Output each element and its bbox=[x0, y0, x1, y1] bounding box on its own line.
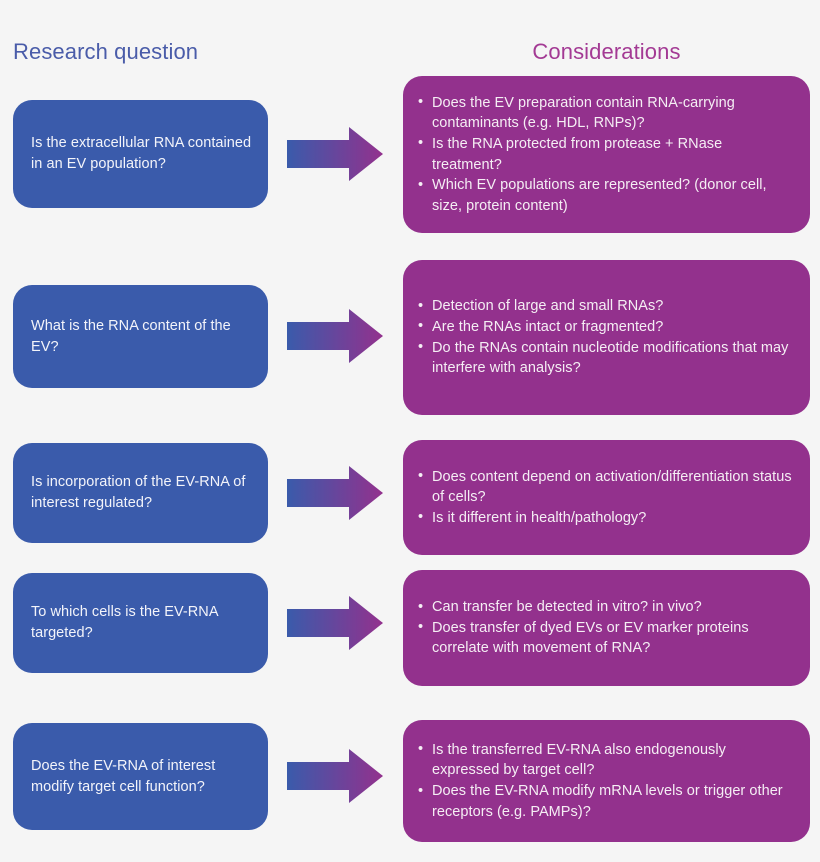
considerations-list: • Does the EV preparation contain RNA-ca… bbox=[415, 93, 796, 216]
considerations-box: • Does content depend on activation/diff… bbox=[403, 440, 810, 555]
question-text: To which cells is the EV-RNA targeted? bbox=[31, 604, 218, 641]
bullet-icon: • bbox=[418, 94, 424, 111]
consideration-item: • Is the RNA protected from protease + R… bbox=[415, 134, 796, 175]
consideration-item: • Are the RNAs intact or fragmented? bbox=[415, 317, 796, 338]
bullet-icon: • bbox=[418, 339, 424, 355]
arrow-shape bbox=[287, 127, 383, 181]
consideration-item: • Can transfer be detected in vitro? in … bbox=[415, 597, 796, 618]
bullet-icon: • bbox=[418, 297, 424, 314]
consideration-item: • Is the transferred EV-RNA also endogen… bbox=[415, 740, 796, 781]
arrow-shape bbox=[287, 309, 383, 363]
question-text: What is the RNA content of the EV? bbox=[31, 317, 231, 355]
question-text: Does the EV-RNA of interest modify targe… bbox=[31, 757, 216, 795]
consideration-text: Is it different in health/pathology? bbox=[432, 509, 647, 526]
considerations-box: • Can transfer be detected in vitro? in … bbox=[403, 570, 810, 686]
consideration-text: Do the RNAs contain nucleotide modificat… bbox=[432, 339, 789, 377]
consideration-item: • Does transfer of dyed EVs or EV marker… bbox=[415, 618, 796, 659]
consideration-item: • Detection of large and small RNAs? bbox=[415, 296, 796, 317]
consideration-text: Does transfer of dyed EVs or EV marker p… bbox=[432, 619, 749, 657]
question-text: Is incorporation of the EV-RNA of intere… bbox=[31, 474, 246, 511]
considerations-list: • Detection of large and small RNAs? • A… bbox=[415, 296, 796, 378]
bullet-icon: • bbox=[418, 782, 424, 799]
consideration-item: • Is it different in health/pathology? bbox=[415, 508, 796, 529]
flow-arrow bbox=[287, 748, 384, 804]
bullet-icon: • bbox=[418, 741, 424, 758]
bullet-icon: • bbox=[418, 135, 424, 152]
consideration-text: Does content depend on activation/differ… bbox=[432, 468, 792, 506]
flow-arrow bbox=[287, 465, 384, 521]
consideration-item: • Does the EV-RNA modify mRNA levels or … bbox=[415, 781, 796, 822]
consideration-text: Are the RNAs intact or fragmented? bbox=[432, 318, 664, 335]
bullet-icon: • bbox=[418, 619, 424, 636]
consideration-text: Detection of large and small RNAs? bbox=[432, 298, 664, 315]
consideration-text: Can transfer be detected in vitro? in vi… bbox=[432, 599, 702, 616]
column-header-considerations: Considerations bbox=[532, 39, 681, 64]
flow-arrow bbox=[287, 308, 384, 364]
arrow-shape bbox=[287, 466, 383, 520]
question-box: What is the RNA content of the EV? bbox=[13, 285, 268, 388]
arrow-shape bbox=[287, 596, 383, 650]
question-box: Is the extracellular RNA contained in an… bbox=[13, 100, 268, 208]
flow-arrow bbox=[287, 126, 384, 182]
consideration-item: • Do the RNAs contain nucleotide modific… bbox=[415, 338, 796, 379]
consideration-item: • Does content depend on activation/diff… bbox=[415, 467, 796, 508]
column-header-research-question: Research question bbox=[13, 39, 199, 64]
question-text: Is the extracellular RNA contained in an… bbox=[31, 135, 252, 172]
consideration-text: Which EV populations are represented? (d… bbox=[432, 177, 767, 214]
considerations-box: • Does the EV preparation contain RNA-ca… bbox=[403, 76, 810, 233]
flow-arrow bbox=[287, 595, 384, 651]
bullet-icon: • bbox=[418, 598, 424, 615]
question-box: Is incorporation of the EV-RNA of intere… bbox=[13, 443, 268, 543]
consideration-text: Is the RNA protected from protease + RNa… bbox=[432, 135, 723, 173]
considerations-list: • Can transfer be detected in vitro? in … bbox=[415, 597, 796, 659]
consideration-item: • Which EV populations are represented? … bbox=[415, 175, 796, 216]
considerations-box: • Is the transferred EV-RNA also endogen… bbox=[403, 720, 810, 842]
question-box: Does the EV-RNA of interest modify targe… bbox=[13, 723, 268, 830]
considerations-list: • Does content depend on activation/diff… bbox=[415, 467, 796, 529]
question-box: To which cells is the EV-RNA targeted? bbox=[13, 573, 268, 673]
consideration-item: • Does the EV preparation contain RNA-ca… bbox=[415, 93, 796, 134]
considerations-box: • Detection of large and small RNAs? • A… bbox=[403, 260, 810, 415]
bullet-icon: • bbox=[418, 318, 424, 335]
consideration-text: Is the transferred EV-RNA also endogenou… bbox=[432, 741, 726, 779]
consideration-text: Does the EV preparation contain RNA-carr… bbox=[432, 94, 735, 132]
bullet-icon: • bbox=[418, 509, 424, 526]
arrow-shape bbox=[287, 749, 383, 803]
consideration-text: Does the EV-RNA modify mRNA levels or tr… bbox=[432, 783, 783, 820]
bullet-icon: • bbox=[418, 468, 424, 485]
considerations-list: • Is the transferred EV-RNA also endogen… bbox=[415, 740, 796, 822]
bullet-icon: • bbox=[418, 176, 424, 193]
